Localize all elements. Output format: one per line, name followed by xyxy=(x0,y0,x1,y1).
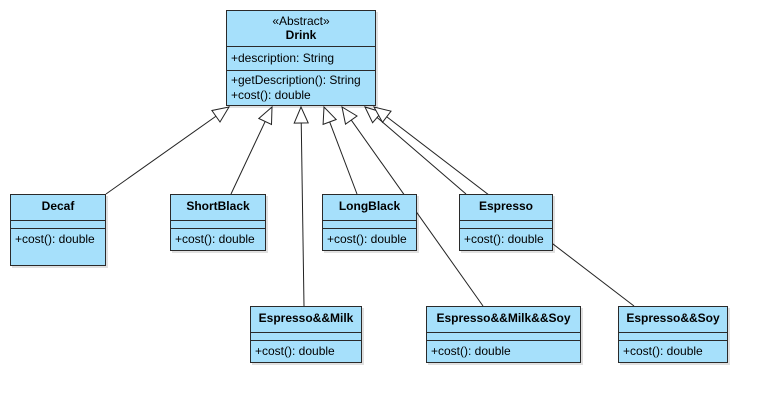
operation-cost: +cost(): double xyxy=(623,344,703,358)
class-drink[interactable]: «Abstract» Drink +description: String +g… xyxy=(226,10,376,106)
class-espresso-milk-soy[interactable]: Espresso&&Milk&&Soy +cost(): double xyxy=(426,306,581,363)
class-espresso-soy-attributes xyxy=(619,333,727,341)
generalization-longblack-line xyxy=(329,121,358,195)
operation-cost: +cost(): double xyxy=(15,232,95,246)
class-longblack[interactable]: LongBlack +cost(): double xyxy=(322,194,417,251)
class-espresso-header: Espresso xyxy=(460,195,552,221)
class-espresso-name: Espresso xyxy=(478,199,534,213)
class-espresso-attributes xyxy=(460,221,552,229)
class-shortblack-operations: +cost(): double xyxy=(171,229,265,250)
generalization-espresso-line xyxy=(376,117,467,195)
generalization-longblack-arrowhead xyxy=(322,105,338,126)
class-decaf-operations: +cost(): double xyxy=(11,229,105,250)
class-espresso-milk-name: Espresso&&Milk xyxy=(258,311,354,325)
operation-get-description: +getDescription(): String xyxy=(231,73,361,87)
class-espresso-soy-header: Espresso&&Soy xyxy=(619,307,727,333)
generalization-decaf-line xyxy=(105,115,217,195)
generalization-shortblack-arrowhead xyxy=(257,105,273,126)
class-drink-operations: +getDescription(): String +cost(): doubl… xyxy=(227,71,375,106)
class-drink-name: Drink xyxy=(285,28,317,42)
class-espresso-soy[interactable]: Espresso&&Soy +cost(): double xyxy=(618,306,728,363)
class-drink-attributes: +description: String xyxy=(227,47,375,71)
generalization-espresso-milk-arrowhead xyxy=(293,105,309,124)
class-longblack-name: LongBlack xyxy=(338,199,401,213)
class-shortblack[interactable]: ShortBlack +cost(): double xyxy=(170,194,266,251)
class-espresso-milk-attributes xyxy=(251,333,361,341)
operation-cost: +cost(): double xyxy=(175,232,255,246)
operation-cost: +cost(): double xyxy=(231,88,311,102)
class-espresso-milk-header: Espresso&&Milk xyxy=(251,307,361,333)
class-espresso-milk[interactable]: Espresso&&Milk +cost(): double xyxy=(250,306,362,363)
operation-cost: +cost(): double xyxy=(255,344,335,358)
generalization-espresso-soy-arrowhead xyxy=(373,106,392,124)
class-espresso-milk-soy-attributes xyxy=(427,333,580,341)
generalization-espresso-milk-soy-line xyxy=(350,119,484,307)
class-espresso-operations: +cost(): double xyxy=(460,229,552,250)
generalization-shortblack-line xyxy=(230,121,266,195)
class-espresso-milk-soy-operations: +cost(): double xyxy=(427,341,580,362)
class-espresso-milk-operations: +cost(): double xyxy=(251,341,361,362)
generalization-decaf-arrowhead xyxy=(211,106,231,123)
operation-cost: +cost(): double xyxy=(327,232,407,246)
class-shortblack-header: ShortBlack xyxy=(171,195,265,221)
class-espresso-milk-soy-name: Espresso&&Milk&&Soy xyxy=(436,311,571,325)
class-decaf-name: Decaf xyxy=(41,199,75,213)
class-espresso-soy-name: Espresso&&Soy xyxy=(626,311,720,325)
class-decaf-header: Decaf xyxy=(11,195,105,221)
class-drink-header: «Abstract» Drink xyxy=(227,11,375,47)
class-longblack-operations: +cost(): double xyxy=(323,229,416,250)
class-espresso-milk-soy-header: Espresso&&Milk&&Soy xyxy=(427,307,580,333)
generalization-espresso-milk-line xyxy=(300,122,305,307)
class-decaf-attributes xyxy=(11,221,105,229)
abstract-stereotype: «Abstract» xyxy=(272,14,330,28)
class-longblack-header: LongBlack xyxy=(323,195,416,221)
class-espresso-soy-operations: +cost(): double xyxy=(619,341,727,362)
class-espresso[interactable]: Espresso +cost(): double xyxy=(459,194,553,251)
class-longblack-attributes xyxy=(323,221,416,229)
generalization-espresso-milk-soy-arrowhead xyxy=(341,105,358,125)
class-shortblack-name: ShortBlack xyxy=(186,199,250,213)
class-shortblack-attributes xyxy=(171,221,265,229)
operation-cost: +cost(): double xyxy=(431,344,511,358)
class-decaf[interactable]: Decaf +cost(): double xyxy=(10,194,106,266)
attribute-description: +description: String xyxy=(231,51,335,65)
operation-cost: +cost(): double xyxy=(464,232,544,246)
